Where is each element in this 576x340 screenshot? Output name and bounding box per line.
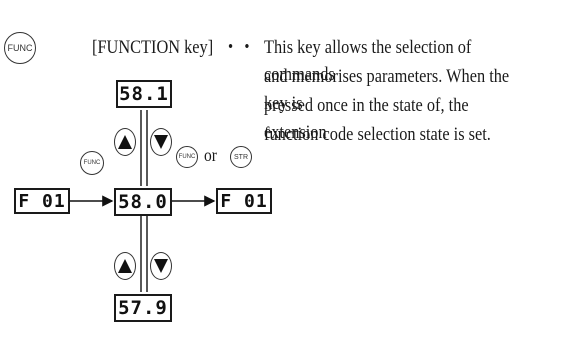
str-key-icon: STR: [230, 146, 252, 168]
up-arrow-button-upper: [114, 128, 136, 156]
or-text: or: [204, 145, 217, 165]
display-bottom: 57.9: [114, 294, 172, 322]
func-key-icon-label: FUNC: [7, 43, 33, 53]
down-arrow-button-lower: [150, 252, 172, 280]
down-arrow-icon: [154, 135, 168, 149]
func-key-small-right-icon: FUNC: [176, 146, 198, 168]
down-arrow-button-upper: [150, 128, 172, 156]
display-right: F 01: [216, 188, 272, 214]
display-top: 58.1: [116, 80, 172, 108]
description-line-1: This key allows the selection of command…: [264, 37, 472, 85]
up-arrow-icon: [118, 259, 132, 273]
up-arrow-icon: [118, 135, 132, 149]
description-line-3: pressed once in the state of, the extens…: [264, 95, 469, 143]
display-left: F 01: [14, 188, 70, 214]
func-key-small-right-label: FUNC: [178, 154, 196, 160]
description-line-4: function code selection state is set.: [264, 124, 491, 145]
down-arrow-icon: [154, 259, 168, 273]
description-line-2: and memorises parameters. When the key i…: [264, 66, 510, 114]
func-key-small-left-icon: FUNC: [80, 151, 104, 175]
heading-separator: ・・: [222, 37, 256, 58]
func-key-icon: FUNC: [4, 32, 36, 64]
func-key-small-left-label: FUNC: [83, 160, 101, 166]
up-arrow-button-lower: [114, 252, 136, 280]
str-key-label: STR: [234, 153, 248, 161]
function-key-title: [FUNCTION key]: [92, 37, 214, 58]
display-center: 58.0: [114, 188, 172, 216]
function-key-heading: [FUNCTION key] ・・: [92, 34, 255, 61]
